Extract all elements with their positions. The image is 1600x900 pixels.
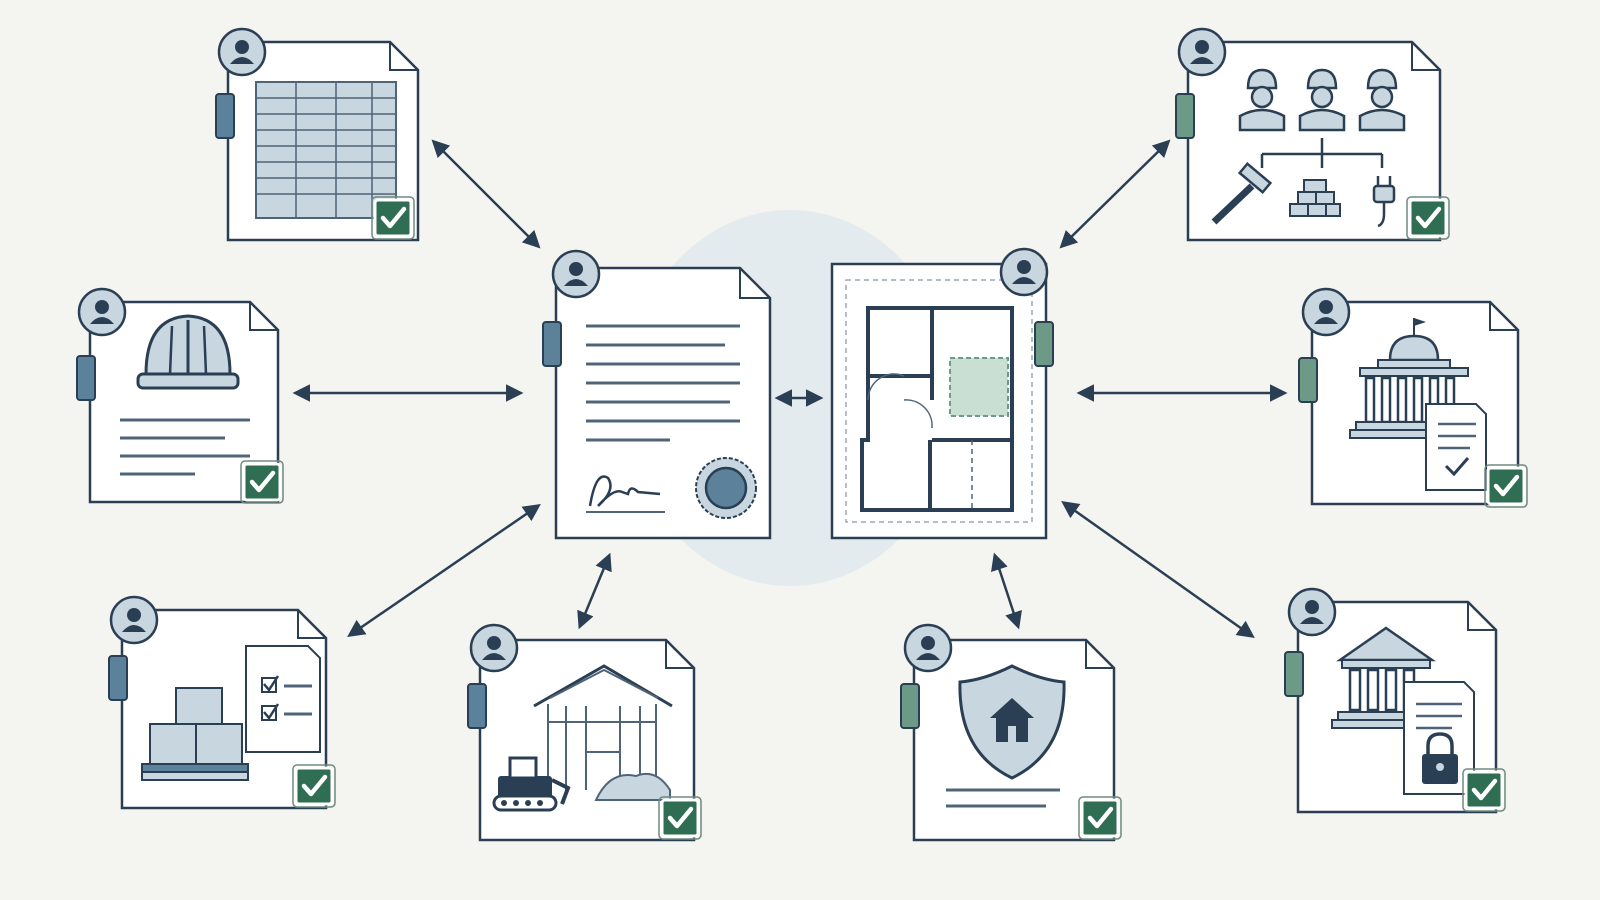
document-tab xyxy=(215,93,235,139)
text-lines xyxy=(946,788,1060,808)
shield-house-icon xyxy=(958,664,1066,780)
document-tab xyxy=(1175,93,1195,139)
hard-hat-icon xyxy=(136,314,240,390)
text-lines xyxy=(120,418,250,476)
checklist-icon xyxy=(245,645,321,753)
document-tab xyxy=(1034,321,1054,367)
user-avatar-icon xyxy=(469,623,519,673)
plug-icon xyxy=(1372,176,1396,228)
user-avatar-icon xyxy=(1287,587,1337,637)
arrow-materials-contract xyxy=(347,504,541,637)
arrow-floorplan-bank xyxy=(1061,500,1255,639)
document-tab xyxy=(108,655,128,701)
user-avatar-icon xyxy=(903,623,953,673)
hammer-icon xyxy=(1211,162,1273,225)
bulldozer-frame-icon xyxy=(492,664,673,812)
arrow-floorplan-insurance xyxy=(991,552,1022,630)
arrow-crew-floorplan xyxy=(1059,139,1171,249)
document-floor-plan[interactable] xyxy=(830,247,1054,540)
document-government-approval[interactable] xyxy=(1298,287,1527,507)
user-avatar-icon xyxy=(999,247,1049,297)
lock-sheet-icon xyxy=(1403,681,1475,795)
document-crew-trades[interactable] xyxy=(1175,27,1449,242)
seal-icon xyxy=(695,457,757,519)
document-spreadsheet[interactable] xyxy=(215,27,420,242)
document-insurance[interactable] xyxy=(900,623,1121,842)
checkmark-icon xyxy=(1463,769,1505,811)
checkmark-icon xyxy=(1485,465,1527,507)
floor-plan-icon xyxy=(845,279,1033,523)
document-tab xyxy=(76,355,96,401)
document-tab xyxy=(542,321,562,367)
connector-arrows xyxy=(292,139,1288,639)
workers-icon xyxy=(1211,68,1406,228)
document-materials[interactable] xyxy=(108,595,335,810)
user-avatar-icon xyxy=(109,595,159,645)
checkmark-icon xyxy=(1407,197,1449,239)
checkmark-icon xyxy=(659,797,701,839)
checkmark-icon xyxy=(293,765,335,807)
signature-icon xyxy=(588,475,661,507)
document-tab xyxy=(1298,357,1318,403)
document-tab xyxy=(1284,651,1304,697)
text-lines xyxy=(586,324,740,442)
checkmark-icon xyxy=(241,461,283,503)
document-safety-plan[interactable] xyxy=(76,287,283,503)
bricks-icon xyxy=(1289,179,1341,217)
document-tab xyxy=(900,683,920,729)
document-contract[interactable] xyxy=(542,249,772,540)
checkmark-icon xyxy=(1079,797,1121,839)
approval-sheet-icon xyxy=(1425,403,1487,491)
checkmark-icon xyxy=(372,197,414,239)
document-bank-security[interactable] xyxy=(1284,587,1505,814)
user-avatar-icon xyxy=(217,27,267,77)
user-avatar-icon xyxy=(1177,27,1227,77)
arrow-sitework-contract xyxy=(577,552,612,630)
arrow-spreadsheet-contract xyxy=(431,139,541,249)
user-avatar-icon xyxy=(551,249,601,299)
document-site-work[interactable] xyxy=(467,623,701,842)
user-avatar-icon xyxy=(77,287,127,337)
user-avatar-icon xyxy=(1301,287,1351,337)
pallet-boxes-icon xyxy=(141,687,249,781)
spreadsheet-icon xyxy=(255,81,397,219)
document-tab xyxy=(467,683,487,729)
